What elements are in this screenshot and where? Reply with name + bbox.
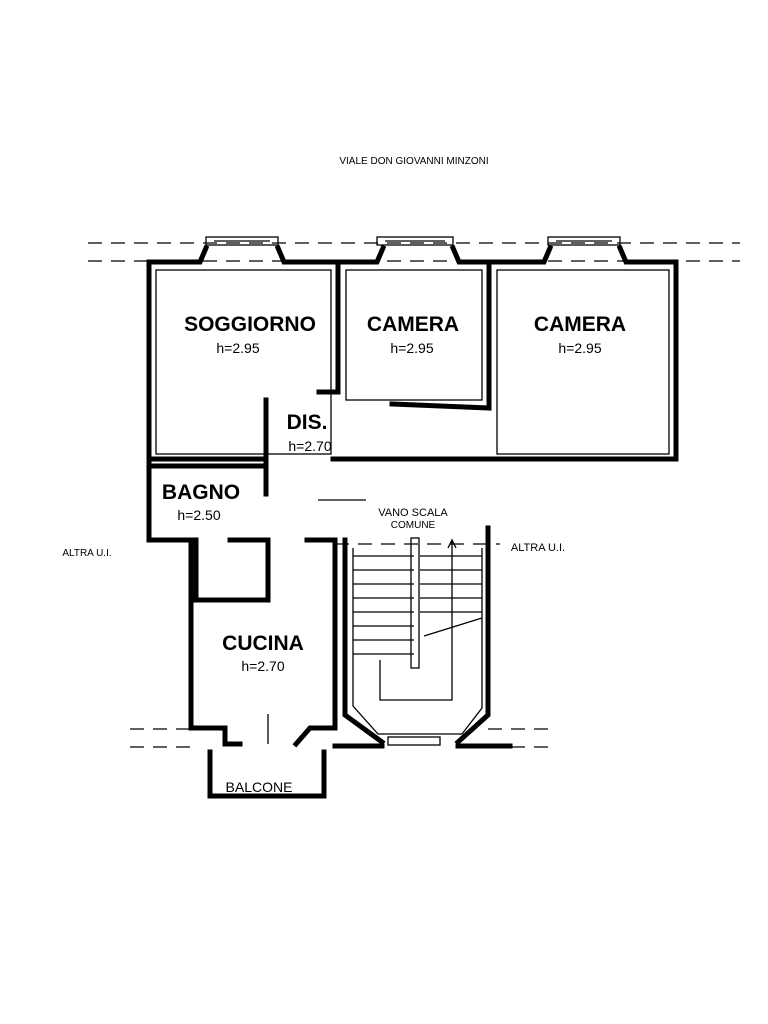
room-soggiorno: SOGGIORNO h=2.95: [184, 313, 316, 356]
stair-label: VANO SCALA COMUNE: [378, 507, 448, 531]
facade-top-lines: [88, 242, 740, 262]
room-height: h=2.95: [390, 340, 433, 356]
neighbor-left-label: ALTRA U.I.: [62, 548, 111, 559]
room-height: h=2.95: [558, 340, 601, 356]
room-dis: DIS. h=2.70: [287, 411, 332, 454]
room-camera-1: CAMERA h=2.95: [367, 313, 459, 356]
staircase: [352, 537, 483, 735]
room-cucina: CUCINA h=2.70: [222, 632, 304, 674]
room-height: h=2.70: [241, 658, 284, 674]
stair-label-line1: VANO SCALA: [378, 507, 448, 519]
facade-bottom-lines: [130, 543, 555, 748]
street-label: VIALE DON GIOVANNI MINZONI: [339, 156, 488, 167]
room-height: h=2.50: [177, 507, 220, 523]
room-camera-2: CAMERA h=2.95: [534, 313, 626, 356]
walls: [146, 244, 679, 749]
room-name: CAMERA: [367, 313, 459, 336]
neighbor-right-label: ALTRA U.I.: [511, 542, 565, 554]
facade-windows: [205, 236, 621, 246]
balcony: [207, 736, 441, 799]
room-bagno: BAGNO h=2.50: [162, 481, 240, 523]
wall-details: [155, 269, 670, 744]
stair-label-line2: COMUNE: [391, 520, 436, 531]
room-height: h=2.95: [216, 340, 259, 356]
room-height: h=2.70: [288, 438, 331, 454]
room-name: SOGGIORNO: [184, 313, 316, 336]
room-name: DIS.: [287, 411, 328, 434]
room-name: CUCINA: [222, 632, 304, 655]
balcony-label: BALCONE: [226, 779, 293, 795]
room-name: CAMERA: [534, 313, 626, 336]
room-name: BAGNO: [162, 481, 240, 504]
